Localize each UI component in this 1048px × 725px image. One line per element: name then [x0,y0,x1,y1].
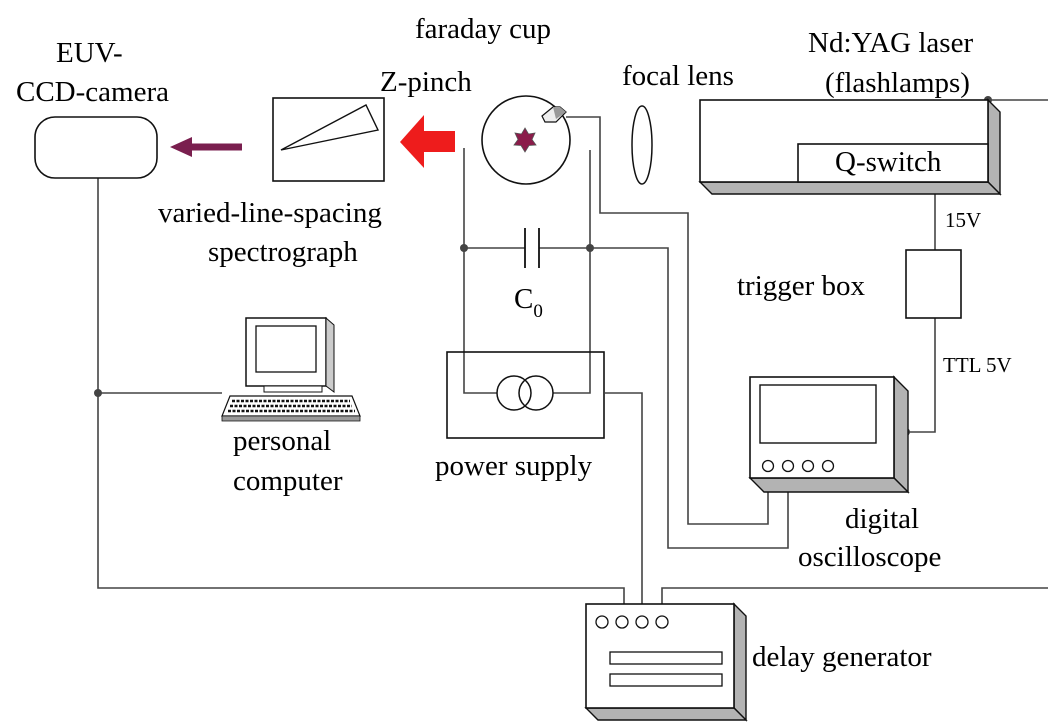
capacitor-subscript: 0 [533,301,543,322]
wire-trigger-osc [906,318,936,433]
pc-label-line2: computer [233,465,343,497]
transformer-coil-left [496,375,532,411]
light-arrow [170,137,242,157]
plasma-star [513,127,537,153]
delay-generator [584,602,748,722]
capacitor [524,228,540,268]
oscilloscope-label-line1: digital [845,503,919,535]
power-supply-label: power supply [435,450,593,482]
digital-oscilloscope [748,375,910,494]
wire-right-rail [553,150,591,394]
focal-lens [631,105,653,185]
wire-left-rail [463,148,497,394]
oscilloscope-label-line2: oscilloscope [798,541,941,573]
laser-label-line2: (flashlamps) [825,67,970,99]
laser-label-line1: Nd:YAG laser [808,27,973,59]
wire-camera-delay [97,178,625,622]
spectrograph-wedge [280,104,380,151]
q-switch [797,143,989,183]
faraday-cup-label: faraday cup [415,13,551,45]
voltage-15v-label: 15V [945,208,981,232]
camera-label-line2: CCD-camera [16,76,169,108]
trigger-box [905,249,962,319]
wire-faraday-osc [566,116,769,525]
delay-generator-label: delay generator [752,641,932,673]
junction-dot [94,389,102,397]
wire-right-to-osc [590,247,789,549]
beam-arrow [400,115,455,168]
camera-label-line1: EUV- [56,37,123,69]
faraday-cup-shade [553,107,566,119]
spectrograph-label-line2: spectrograph [208,236,358,268]
power-supply [446,351,605,439]
q-switch-label: Q-switch [835,146,942,178]
wire-power-delay [605,392,643,622]
capacitor-label: C0 [514,283,543,322]
junction-dot [460,244,468,252]
personal-computer [221,316,361,422]
zpinch-label: Z-pinch [380,66,472,98]
transformer-coil-right [518,375,554,411]
trigger-box-label: trigger box [737,270,866,302]
euv-ccd-camera [34,116,158,179]
focal-lens-label: focal lens [622,60,734,92]
pc-label-line1: personal [233,425,331,457]
spectrograph-label-line1: varied-line-spacing [158,197,382,229]
junction-dot [586,244,594,252]
ttl-label: TTL 5V [943,353,1012,377]
